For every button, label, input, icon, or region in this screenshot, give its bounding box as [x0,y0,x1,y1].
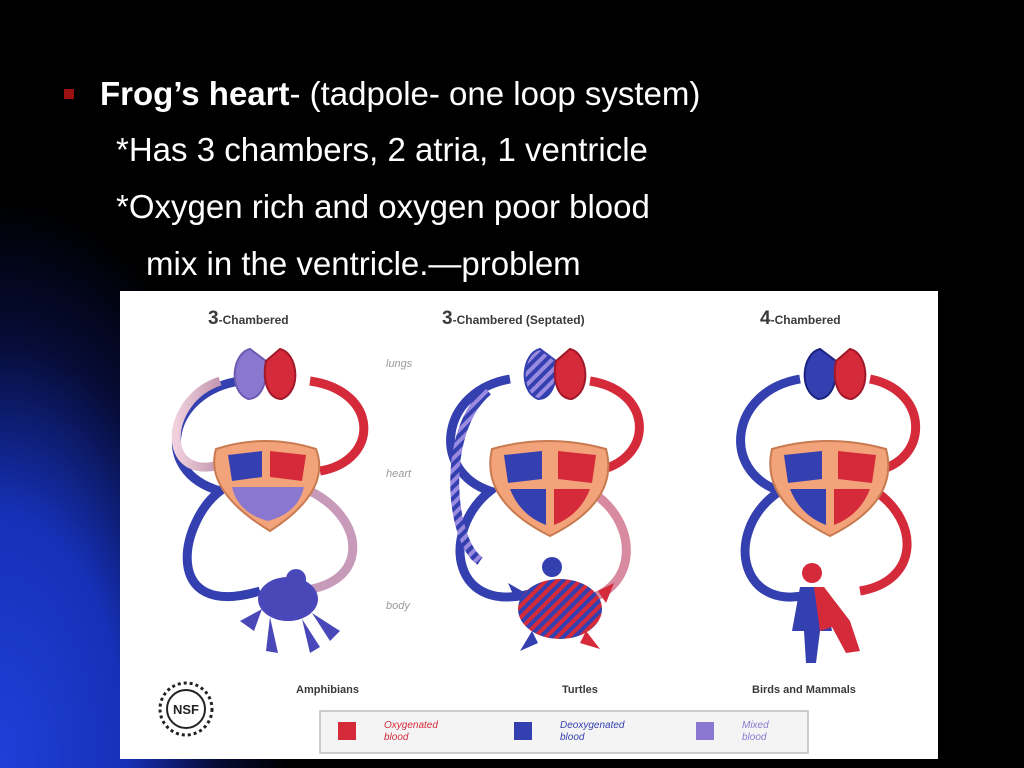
nsf-logo-text: NSF [173,702,199,717]
legend-label-mixed-1: Mixed [742,720,769,731]
mixed-loop-2 [450,387,492,565]
lung-loop-oxy [309,376,369,476]
atrium-left-deoxy [228,451,262,481]
label-body: body [386,600,411,612]
body-loop-deoxy-2 [446,374,542,602]
atrium-left-3 [784,451,822,483]
lung-left-deoxy-3 [803,347,838,401]
legend-swatch-mixed [696,722,714,740]
legend-box [319,710,809,754]
legend-label-deoxygenated-2: blood [560,732,585,743]
legend-label-oxygenated-1: Oxygenated [384,720,438,731]
atrium-left-2 [504,451,542,483]
panel3-mammal [736,347,921,663]
lung-right-oxy-3 [833,347,867,401]
chambers-line: *Has 3 chambers, 2 atria, 1 ventricle [116,131,648,168]
legend-swatch-deoxygenated [514,722,532,740]
caption-birds-mammals: Birds and Mammals [752,684,856,696]
bullet-rest-text: - (tadpole- one loop system) [289,75,701,112]
mix-line: mix in the ventricle.—problem [146,245,581,282]
lung-right-oxy-2 [553,347,587,401]
atrium-right-2 [558,451,596,483]
mixed-loop [171,376,232,472]
label-lungs: lungs [386,358,413,370]
oxygen-line: *Oxygen rich and oxygen poor blood [116,188,650,225]
body-loop-mixed-2 [579,487,631,606]
bullet-bold-text: Frog’s heart [100,75,290,112]
legend-swatch-oxygenated [338,722,356,740]
lung-right-oxy [263,347,297,401]
atrium-right-3 [838,451,876,483]
ventricle-right-3 [834,489,870,525]
panel1-amphibian [171,347,369,653]
lung-left-mixed [233,347,268,401]
heart-comparison-figure: 3-Chambered 3-Chambered (Septated) 4-Cha… [120,291,938,759]
ventricle-left-2 [510,489,546,525]
panel1-title: 3-Chambered [208,308,289,329]
bullet-line-frogs-heart: Frog’s heart- (tadpole- one loop system) [100,77,700,110]
bullet-marker [64,89,74,99]
caption-amphibians: Amphibians [296,684,359,696]
heart-diagram-svg: 3-Chambered 3-Chambered (Septated) 4-Cha… [158,308,921,754]
legend-label-deoxygenated-1: Deoxygenated [560,720,625,731]
body-loop-oxy-3 [859,487,912,596]
ventricle-mixed [232,487,304,521]
person-icon [792,563,860,663]
nsf-logo: NSF [158,681,214,737]
label-heart: heart [386,468,412,480]
legend-label-oxygenated-2: blood [384,732,409,743]
body-loop-mixed [289,486,358,596]
legend: Oxygenated blood Deoxygenated blood Mixe… [319,710,809,754]
turtle-icon [508,557,614,651]
atrium-right-oxy [270,451,306,481]
panel2-title: 3-Chambered (Septated) [442,308,585,329]
lung-loop-oxy-2 [589,376,644,476]
panel2-turtle [446,347,644,651]
ventricle-right-2 [554,489,590,525]
panel3-title: 4-Chambered [760,308,841,329]
lung-left-mixed-2 [523,347,558,401]
frog-icon [240,569,340,653]
lung-loop-oxy-3 [868,374,921,476]
legend-label-mixed-2: blood [742,732,767,743]
caption-turtles: Turtles [562,684,598,696]
ventricle-left-3 [790,489,826,525]
